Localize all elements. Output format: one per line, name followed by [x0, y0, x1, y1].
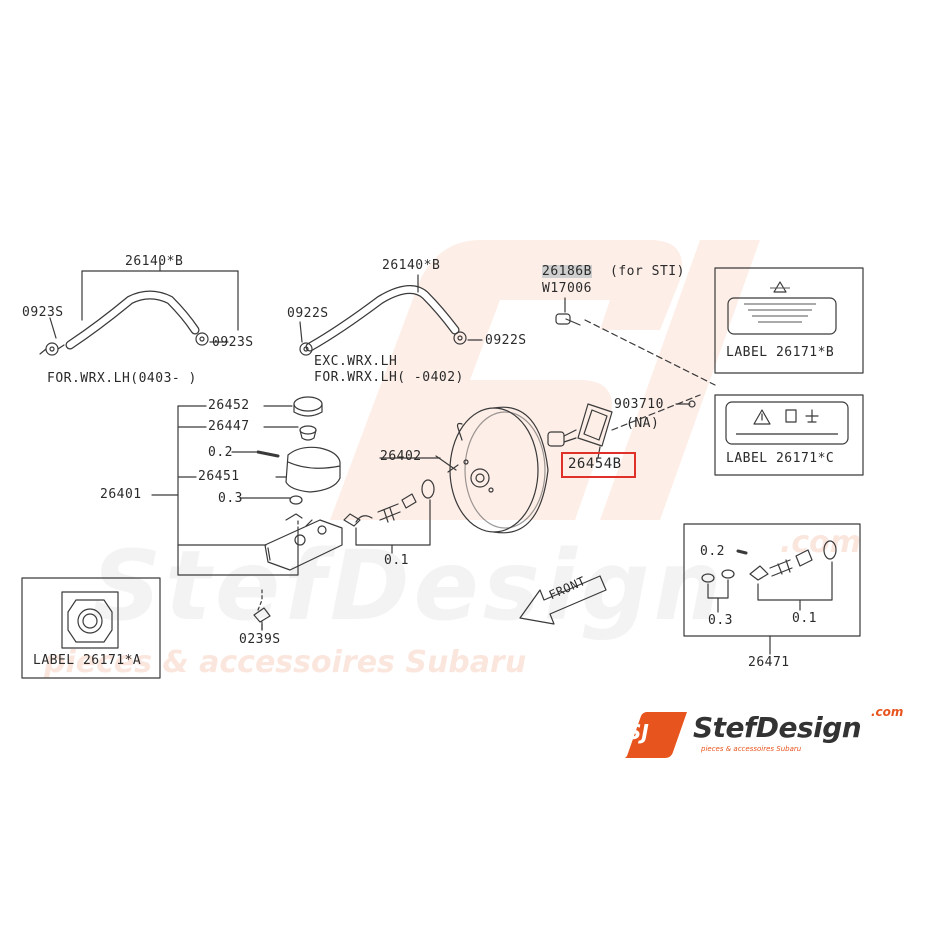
label-26171a: LABEL 26171*A: [33, 653, 142, 668]
label-clip-0923s-a: 0923S: [22, 305, 64, 320]
label-hose-26140b-left: 26140*B: [125, 254, 184, 269]
kit-26471-box: [683, 523, 861, 655]
label-26171b-box: [714, 267, 864, 374]
label-hose-26140b-right: 26140*B: [382, 258, 441, 273]
label-kit-03: 0.3: [708, 613, 733, 628]
label-part-0239s: 0239S: [239, 632, 281, 647]
label-part-26452: 26452: [208, 398, 250, 413]
label-part-26447: 26447: [208, 419, 250, 434]
label-26171c-text: [732, 430, 842, 440]
master-cylinder-26401: [264, 513, 343, 571]
label-kit-01: 0.1: [792, 611, 817, 626]
reservoir-26451: [285, 446, 341, 493]
label-part-26454b: 26454B: [568, 456, 622, 472]
label-26171b-script-lines: [744, 287, 816, 323]
label-kit-02: 0.2: [700, 544, 725, 559]
brand-logo-letters: SJ: [627, 720, 649, 744]
label-part-w17006: W17006: [542, 281, 592, 296]
hose-26140b-right: [299, 274, 483, 352]
label-part-02: 0.2: [208, 445, 233, 460]
pin-02: [256, 450, 280, 458]
watermark-domain: .com: [780, 525, 862, 560]
label-clip-0922s-a: 0922S: [287, 306, 329, 321]
brand-name: StefDesign: [693, 711, 862, 744]
label-clip-0923s-b: 0923S: [212, 335, 254, 350]
label-clip-0922s-b: 0922S: [485, 333, 527, 348]
clip-mid-b: [453, 331, 467, 345]
brand-logo-badge: [625, 712, 687, 758]
brand-domain: .com: [871, 705, 904, 719]
label-part-03: 0.3: [218, 491, 243, 506]
label-note-for-wrx-0402: FOR.WRX.LH( -0402): [314, 370, 464, 385]
label-26171c-box: [714, 394, 864, 476]
front-arrow: [519, 575, 607, 625]
label-26171c: LABEL 26171*C: [726, 451, 835, 466]
piston-kit-01: [343, 479, 435, 527]
hose-26140b-left: [49, 261, 239, 350]
label-part-01: 0.1: [384, 553, 409, 568]
watermark-logo: [330, 240, 760, 520]
grommet-03: [289, 495, 303, 505]
filter-26447: [299, 425, 317, 441]
label-part-26471: 26471: [748, 655, 790, 670]
label-note-na: (NA): [626, 416, 660, 431]
highlight-26454b: [561, 452, 636, 478]
clip-left-b: [195, 332, 209, 346]
brand-logo: SJ StefDesign .com pieces & accessoires …: [617, 705, 917, 760]
label-26171a-box: [21, 577, 161, 679]
label-part-903710: 903710: [614, 397, 664, 412]
label-26171b-text: [730, 286, 830, 328]
label-note-exc-wrx: EXC.WRX.LH: [314, 354, 398, 369]
watermark-tagline: pieces & accessoires Subaru: [44, 645, 527, 680]
clip-w17006: [555, 297, 581, 326]
label-part-26402: 26402: [380, 449, 422, 464]
label-part-26451: 26451: [198, 469, 240, 484]
watermark-text: StefDesign: [92, 530, 726, 642]
label-26171c-script-line: [736, 433, 838, 435]
label-part-26186b: 26186B: [542, 264, 592, 279]
label-note-for-wrx-0403: FOR.WRX.LH(0403- ): [47, 371, 197, 386]
label-26171b: LABEL 26171*B: [726, 345, 835, 360]
label-for-sti: (for STI): [610, 264, 685, 279]
clip-left-a: [39, 342, 65, 356]
brand-tagline: pieces & accessoires Subaru: [701, 745, 802, 753]
reservoir-cap-26452: [293, 396, 323, 417]
clip-mid-a: [299, 342, 313, 356]
label-part-26401: 26401: [100, 487, 142, 502]
brake-booster-26402: [435, 406, 577, 534]
